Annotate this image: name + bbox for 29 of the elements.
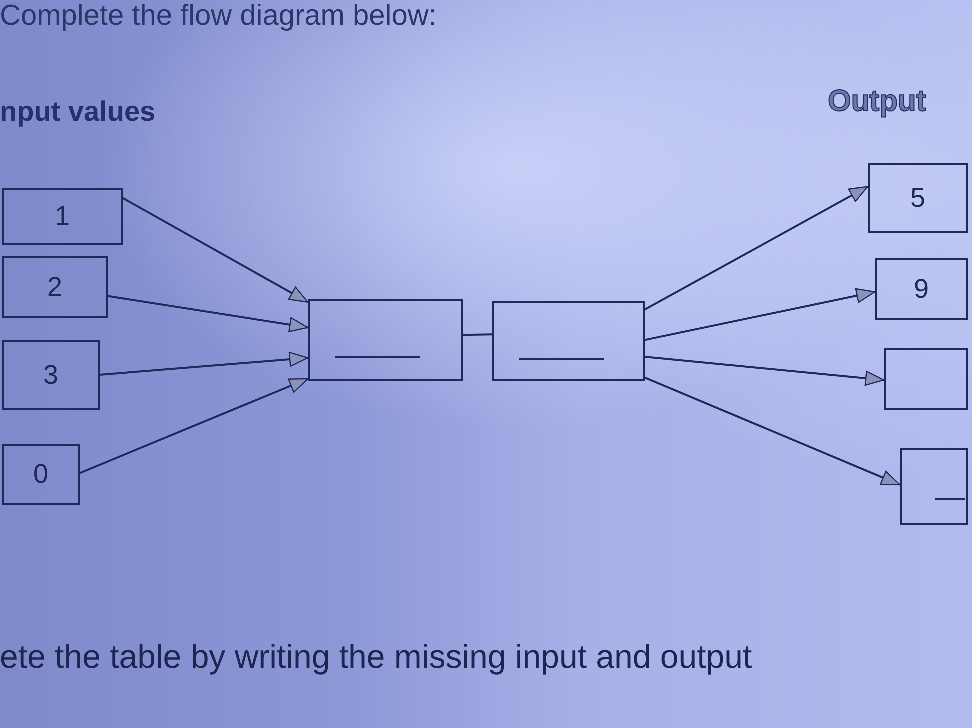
output-box	[900, 448, 968, 525]
input-box	[2, 340, 100, 410]
instruction-text: ete the table by writing the missing input and output	[0, 638, 752, 676]
arrow	[644, 186, 869, 311]
input-box	[2, 444, 80, 505]
output-box	[884, 348, 968, 410]
output-box	[868, 163, 968, 233]
arrow	[644, 356, 885, 386]
arrow	[108, 295, 309, 332]
process-box	[492, 301, 645, 381]
output-value: 9	[914, 276, 930, 302]
arrow	[100, 352, 309, 376]
arrow	[644, 288, 876, 342]
title: Complete the flow diagram below:	[0, 0, 437, 34]
output-value: 5	[910, 184, 926, 212]
input-value: 0	[33, 461, 49, 488]
process-box	[308, 299, 463, 381]
column-heading: Output	[828, 85, 926, 120]
input-value: 2	[47, 274, 63, 300]
input-box	[2, 188, 123, 245]
column-heading: nput values	[0, 96, 156, 128]
input-value: 1	[54, 203, 70, 230]
arrow	[80, 378, 309, 474]
output-box	[875, 258, 968, 320]
input-box	[2, 256, 108, 318]
arrow	[644, 376, 901, 486]
arrow	[122, 197, 309, 304]
input-value: 3	[43, 362, 59, 388]
connector-line	[462, 334, 492, 336]
